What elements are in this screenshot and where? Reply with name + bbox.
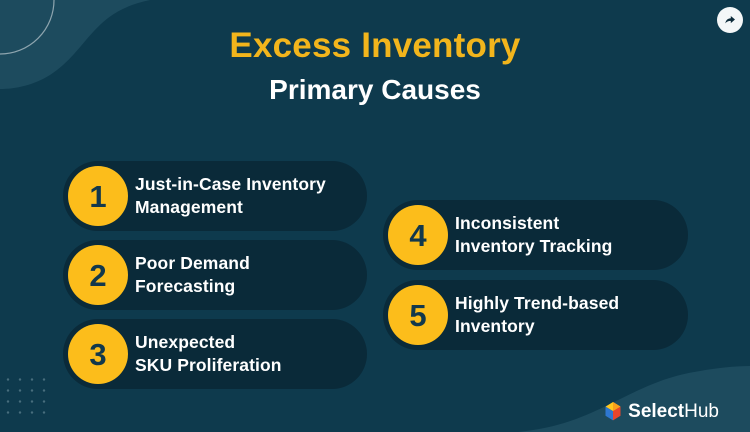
- header: Excess Inventory Primary Causes: [0, 24, 750, 108]
- cause-item-3: 3 Unexpected SKU Proliferation: [63, 319, 367, 389]
- item-label-line1: Poor Demand: [135, 253, 250, 273]
- brand-logo-regular: Hub: [684, 401, 719, 422]
- item-label: Unexpected SKU Proliferation: [135, 331, 282, 377]
- item-label-line1: Just-in-Case Inventory: [135, 174, 326, 194]
- cause-item-1: 1 Just-in-Case Inventory Management: [63, 161, 367, 231]
- item-number: 3: [89, 336, 107, 372]
- item-label: Inconsistent Inventory Tracking: [455, 212, 612, 258]
- item-label-line1: Unexpected: [135, 332, 236, 352]
- item-label-line2: SKU Proliferation: [135, 355, 282, 375]
- number-badge: 3: [68, 324, 128, 384]
- item-label-line1: Highly Trend-based: [455, 293, 620, 313]
- item-label-line2: Inventory: [455, 316, 535, 336]
- number-badge: 5: [388, 285, 448, 345]
- cause-item-2: 2 Poor Demand Forecasting: [63, 240, 367, 310]
- number-badge: 1: [68, 166, 128, 226]
- selecthub-cube-icon: [605, 402, 621, 421]
- share-arrow-icon: [725, 16, 735, 24]
- page-title: Excess Inventory: [229, 26, 521, 65]
- item-label: Poor Demand Forecasting: [135, 252, 250, 298]
- item-number: 2: [89, 257, 107, 293]
- share-button[interactable]: [717, 7, 743, 33]
- item-number: 5: [409, 297, 427, 333]
- brand-logo: SelectHub: [603, 400, 719, 424]
- item-label-line2: Forecasting: [135, 276, 236, 296]
- dot-grid-decor: [2, 374, 50, 418]
- page-subtitle: Primary Causes: [269, 74, 481, 105]
- cause-item-5: 5 Highly Trend-based Inventory: [383, 280, 688, 350]
- number-badge: 2: [68, 245, 128, 305]
- cause-item-4: 4 Inconsistent Inventory Tracking: [383, 200, 688, 270]
- item-label: Highly Trend-based Inventory: [455, 292, 619, 338]
- item-label: Just-in-Case Inventory Management: [135, 173, 326, 219]
- item-number: 1: [89, 178, 107, 214]
- brand-logo-bold: Select: [628, 401, 685, 422]
- item-label-line2: Inventory Tracking: [455, 236, 613, 256]
- item-label-line2: Management: [135, 197, 243, 217]
- brand-logo-text: SelectHub: [628, 400, 719, 424]
- item-number: 4: [409, 217, 427, 253]
- number-badge: 4: [388, 205, 448, 265]
- item-label-line1: Inconsistent: [455, 213, 560, 233]
